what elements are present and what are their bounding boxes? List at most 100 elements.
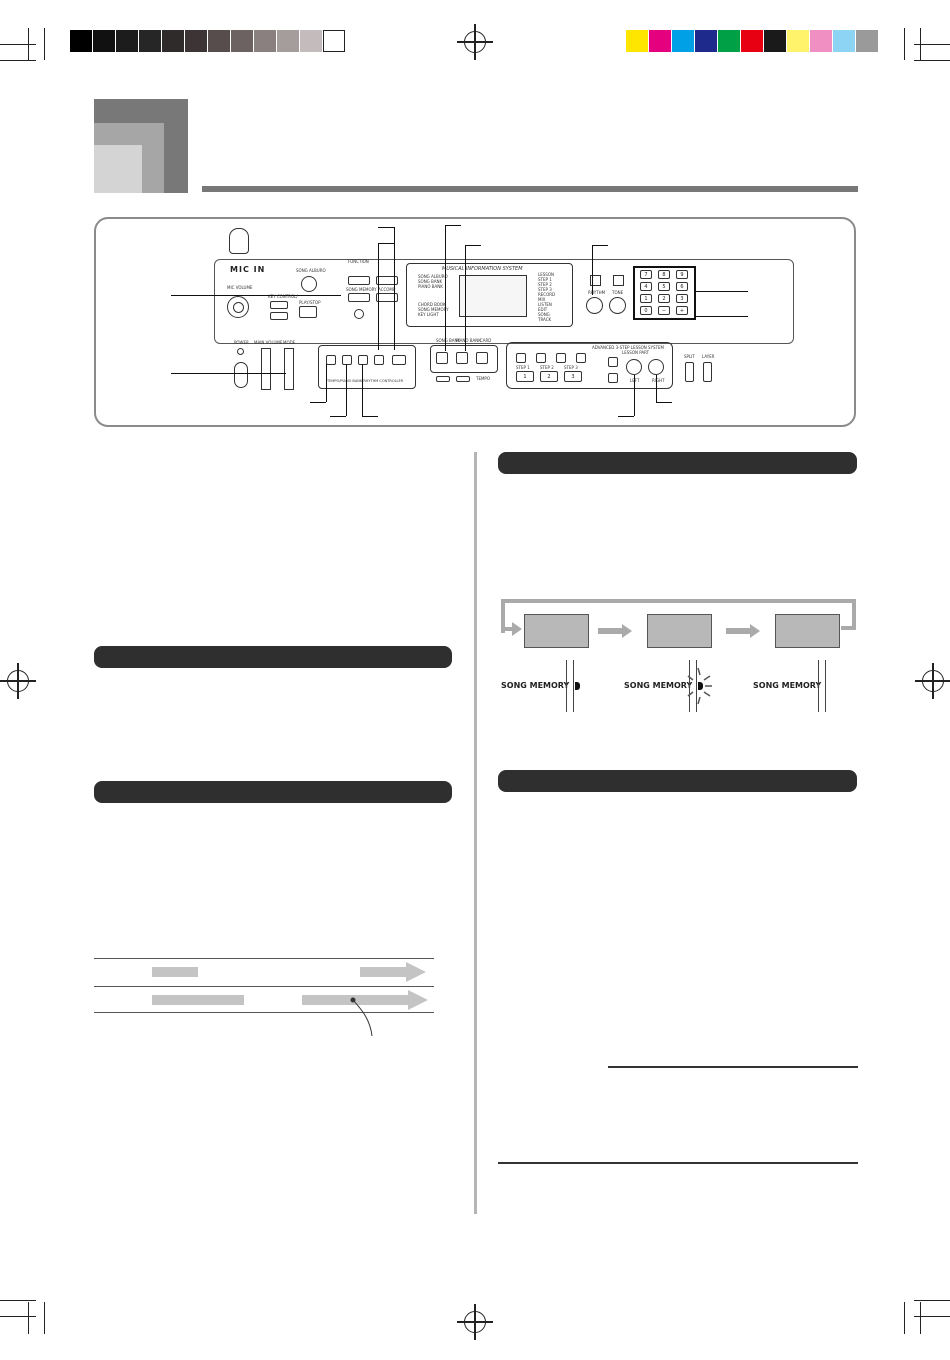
numpad-key-4[interactable]: 4 (640, 282, 652, 291)
step-3-label: STEP 3 (564, 365, 578, 370)
layer-button[interactable] (703, 362, 712, 382)
leader-line (330, 416, 346, 417)
tone-button[interactable] (609, 297, 626, 314)
right-part-button[interactable] (648, 359, 664, 375)
numpad-key-6[interactable]: 6 (676, 282, 688, 291)
misc-knob[interactable] (354, 309, 364, 319)
timeline-figure (94, 958, 434, 1038)
leader-line (171, 373, 286, 374)
main-volume-slider[interactable] (261, 348, 271, 390)
numpad-key-5[interactable]: 5 (658, 282, 670, 291)
lcd-right-label: STEP 2 (538, 282, 552, 287)
song-memory-button[interactable] (348, 293, 370, 302)
numpad-key-1[interactable]: 7 (640, 270, 652, 279)
power-switch[interactable] (234, 362, 248, 388)
lcd-right-label: TRACK (538, 317, 552, 322)
side-button-2[interactable] (608, 373, 618, 383)
numpad-key-2[interactable]: 8 (658, 270, 670, 279)
gray-swatch (162, 30, 184, 52)
section-heading-bar (498, 770, 857, 792)
controller-button-2[interactable] (342, 355, 352, 365)
mic-volume-knob[interactable] (227, 296, 249, 318)
numpad-key-10[interactable]: 0 (640, 306, 652, 315)
numpad-key-8[interactable]: 2 (658, 294, 670, 303)
step-2-button[interactable]: 2 (540, 371, 558, 382)
timeline-block (152, 995, 244, 1005)
leader-line (656, 375, 657, 402)
lesson-button-b[interactable] (536, 353, 546, 363)
key-up-button[interactable] (270, 301, 288, 309)
gray-swatch (208, 30, 230, 52)
song-bank-button[interactable] (436, 352, 448, 364)
gray-swatch (323, 30, 345, 52)
crop-mark (914, 1316, 950, 1317)
leader-line (465, 245, 466, 351)
controller-button-3[interactable] (358, 355, 368, 365)
piano-bank-button[interactable] (456, 352, 468, 364)
song-bank-label: SONG BANK (436, 338, 461, 343)
card-button[interactable] (476, 352, 488, 364)
crop-mark (914, 60, 950, 61)
numpad-key-7[interactable]: 1 (640, 294, 652, 303)
rhythm-button[interactable] (586, 297, 603, 314)
mode-slider[interactable] (284, 348, 294, 390)
tone-label: TONE (612, 290, 624, 295)
crop-mark (914, 1300, 950, 1301)
column-divider (474, 452, 477, 1214)
keyboard-panel-figure: MIC IN MIC VOLUME SONG ALBURO KEY CONTRO… (94, 217, 856, 427)
step-3-button[interactable]: 3 (564, 371, 582, 382)
function-button[interactable] (348, 276, 370, 285)
controller-button-4[interactable] (374, 355, 384, 365)
song-alburo-button[interactable] (301, 276, 317, 292)
lesson-button-d[interactable] (576, 353, 586, 363)
cmyk-swatch (764, 30, 786, 52)
numpad-key-12[interactable]: + (676, 306, 688, 315)
leader-line (362, 416, 378, 417)
header-rule (202, 186, 858, 192)
mode-arrow (598, 624, 632, 638)
crop-mark (0, 1300, 36, 1301)
accomp-button[interactable] (376, 293, 398, 302)
indicator-line (573, 660, 574, 712)
controller-button-1[interactable] (326, 355, 336, 365)
leader-line (445, 225, 461, 226)
lesson-button-c[interactable] (556, 353, 566, 363)
controller-button-5[interactable] (392, 355, 406, 365)
mode-box-2 (647, 614, 712, 648)
right-label: RIGHT (652, 378, 665, 383)
key-down-button[interactable] (270, 312, 288, 320)
rhythm-label: RHYTHM (588, 290, 606, 295)
leader-line (378, 243, 379, 350)
tempo-label: TEMPO (476, 376, 490, 381)
tempo-down-button[interactable] (436, 376, 450, 382)
function-label: FUNCTION (348, 259, 369, 264)
crop-mark (0, 44, 36, 45)
split-button[interactable] (685, 362, 694, 382)
timeline-block (152, 967, 198, 977)
indicator-line (696, 660, 697, 712)
side-button-1[interactable] (608, 357, 618, 367)
left-part-button[interactable] (626, 359, 642, 375)
registration-mark-right (915, 663, 950, 699)
step-2-label: STEP 2 (540, 365, 554, 370)
lcd-left-5: SONG MEMORY (418, 307, 449, 312)
piano-bank-label: PIANO BANK (456, 338, 481, 343)
indicator-mark-on (575, 682, 580, 690)
timeline-pointer (350, 997, 373, 1037)
play-stop-button[interactable] (299, 306, 317, 318)
accomp-toggle[interactable] (376, 276, 398, 285)
indicator-line (825, 660, 826, 712)
numpad-key-3[interactable]: 9 (676, 270, 688, 279)
mic-volume-label: MIC VOLUME (227, 285, 253, 290)
lcd-right-label: LISTEN (538, 302, 552, 307)
leader-line (592, 245, 593, 295)
numpad-key-11[interactable]: − (658, 306, 670, 315)
lesson-button-a[interactable] (516, 353, 526, 363)
tempo-up-button[interactable] (456, 376, 470, 382)
numpad-key-9[interactable]: 3 (676, 294, 688, 303)
step-1-button[interactable]: 1 (516, 371, 534, 382)
mode-box-1 (524, 614, 589, 648)
leader-line (465, 245, 481, 246)
mic-icon (229, 228, 249, 254)
lcd-right-label: MIX (538, 297, 546, 302)
